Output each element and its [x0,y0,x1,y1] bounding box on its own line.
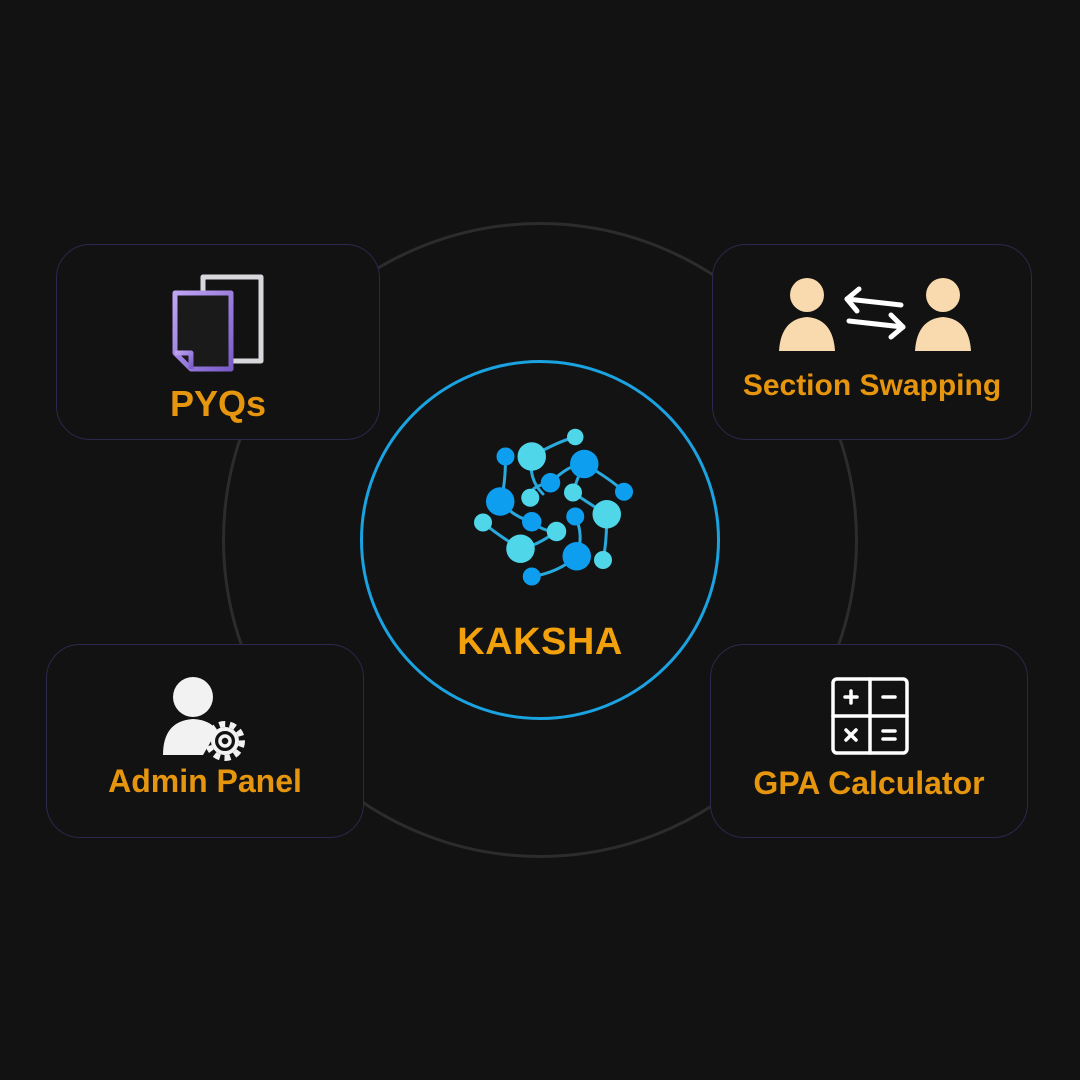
admin-panel-label: Admin Panel [108,763,302,799]
molecule-network-icon [474,428,633,586]
section-swapping-label: Section Swapping [742,369,1002,402]
hub-title: KAKSHA [457,621,623,663]
documents-icon [172,274,264,372]
user-swap-icon [779,278,971,351]
admin-panel-card[interactable]: Admin Panel [46,644,364,838]
calculator-icon [831,677,909,755]
pyqs-label: PYQs [169,383,267,424]
user-gear-icon [163,677,245,761]
orbit-ring [222,222,858,858]
pyqs-card[interactable]: PYQs [56,244,380,440]
section-swapping-card[interactable]: Section Swapping [712,244,1032,440]
gpa-calculator-label: GPA Calculator [753,765,985,801]
kaksha-hub[interactable]: KAKSHA [360,360,720,720]
gpa-calculator-card[interactable]: GPA Calculator [710,644,1028,838]
